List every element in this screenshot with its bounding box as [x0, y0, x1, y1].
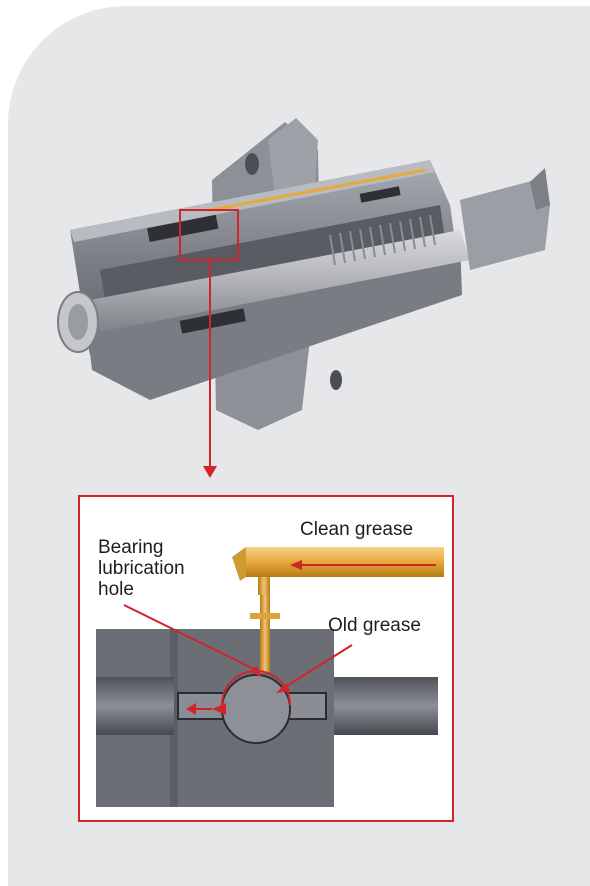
red-arrow-icon	[186, 703, 196, 715]
bearing-detail-drawing	[96, 547, 444, 807]
detail-inset: Clean grease Bearing lubrication hole Ol…	[78, 495, 454, 822]
red-arrow-icon	[290, 560, 302, 570]
flange-bolt-hole	[245, 153, 259, 175]
rear-clamp	[460, 180, 550, 270]
lubrication-hole-pipe	[260, 595, 270, 673]
spindle-cutaway-illustration	[57, 118, 550, 430]
bearing-set	[179, 308, 246, 334]
red-arrow-icon	[203, 466, 217, 478]
left-sleeve	[96, 677, 174, 735]
grease-pipe	[246, 547, 444, 577]
lube-channel	[209, 168, 426, 212]
right-sleeve	[334, 677, 438, 735]
flange-bolt-hole	[330, 370, 342, 390]
old-grease-label: Old grease	[328, 615, 421, 636]
ball-screw	[329, 214, 436, 266]
bearing-set	[359, 186, 401, 203]
bearing-lubrication-hole-label: Bearing lubrication hole	[98, 537, 185, 600]
clean-grease-label: Clean grease	[300, 519, 414, 540]
bearing-ball	[221, 674, 291, 744]
bearing-set	[147, 214, 219, 242]
